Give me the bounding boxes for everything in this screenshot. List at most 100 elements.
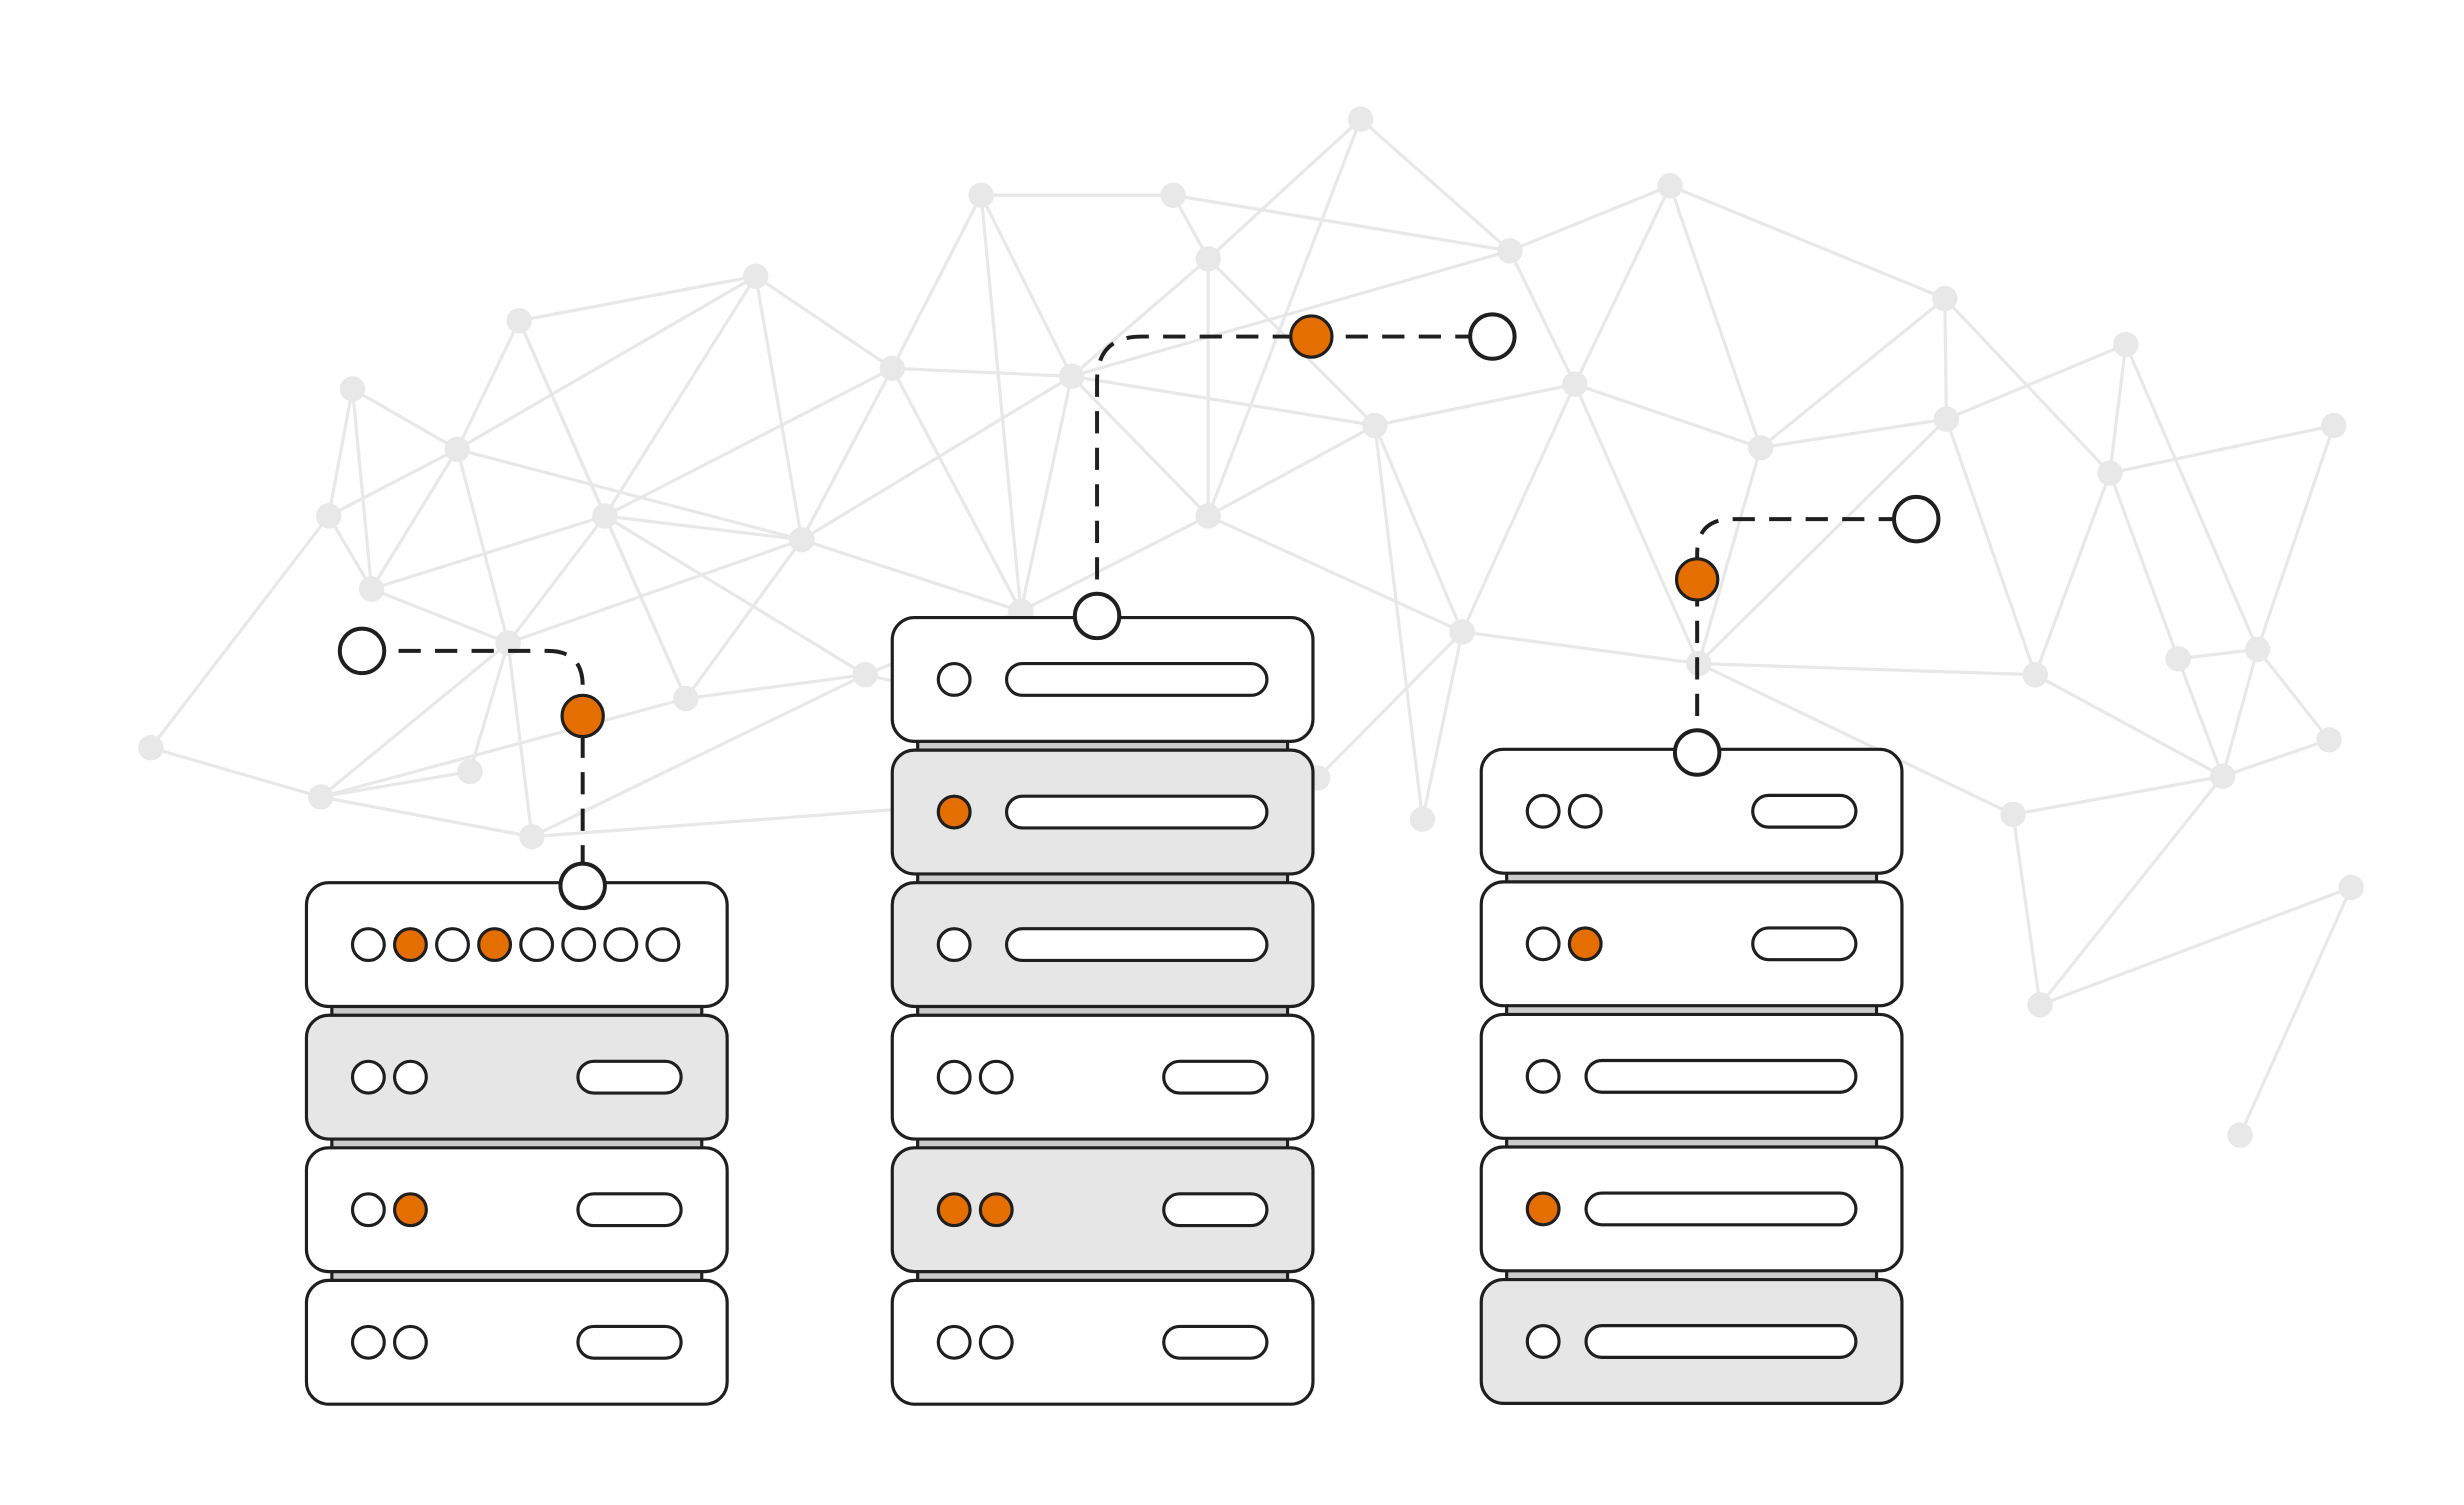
server-unit bbox=[890, 615, 1315, 743]
server-unit bbox=[890, 748, 1315, 876]
drive-slot bbox=[1004, 794, 1269, 830]
status-led-idle bbox=[435, 927, 470, 963]
status-led-idle bbox=[978, 1324, 1014, 1360]
status-led-idle bbox=[936, 1324, 972, 1360]
server-unit-panel bbox=[304, 881, 729, 1009]
server-unit bbox=[1479, 747, 1904, 875]
network-edge bbox=[2039, 885, 2352, 1007]
server-unit bbox=[890, 1013, 1315, 1141]
network-node bbox=[743, 263, 769, 289]
network-node bbox=[1933, 406, 1960, 432]
drive-slot bbox=[1584, 1324, 1858, 1359]
drive-slot bbox=[1751, 926, 1858, 962]
status-led-active bbox=[936, 794, 972, 830]
network-node bbox=[2244, 636, 2271, 663]
network-edge bbox=[2108, 472, 2180, 660]
network-node bbox=[358, 576, 385, 602]
network-edge bbox=[2176, 658, 2225, 777]
network-edge bbox=[1668, 185, 1763, 449]
network-edge bbox=[1071, 249, 1511, 378]
endpoint-node bbox=[1072, 591, 1122, 641]
network-edge bbox=[531, 673, 866, 839]
network-edge bbox=[1759, 297, 1946, 449]
network-edge bbox=[754, 274, 894, 370]
server-unit bbox=[304, 881, 729, 1009]
status-led-idle bbox=[350, 927, 386, 963]
middle-server-stack bbox=[890, 615, 1315, 1406]
network-edge bbox=[2038, 775, 2224, 1006]
network-edge bbox=[1945, 343, 2127, 421]
network-edge bbox=[518, 274, 757, 323]
network-edge bbox=[1573, 383, 1701, 665]
status-led-idle bbox=[978, 1059, 1014, 1095]
status-led-idle bbox=[936, 1059, 972, 1095]
network-node bbox=[1497, 238, 1523, 264]
network-edge bbox=[2109, 423, 2335, 475]
dashed-connection-line bbox=[1095, 334, 1493, 616]
network-node bbox=[2027, 992, 2053, 1018]
network-edge bbox=[1207, 424, 1376, 518]
network-edge bbox=[456, 447, 803, 542]
network-edge bbox=[1206, 118, 1363, 517]
status-led-active bbox=[1525, 1191, 1561, 1227]
network-edge bbox=[800, 374, 1073, 542]
network-node bbox=[2338, 874, 2364, 901]
network-edge bbox=[1019, 375, 1074, 612]
network-node bbox=[2209, 763, 2236, 790]
data-packet-node bbox=[560, 693, 605, 739]
network-node bbox=[457, 758, 483, 785]
drive-slot bbox=[1584, 1058, 1858, 1094]
status-led-idle bbox=[392, 1059, 428, 1095]
network-node bbox=[1449, 619, 1475, 645]
status-led-active bbox=[477, 927, 513, 963]
status-led-idle bbox=[1525, 793, 1561, 829]
right-server-stack bbox=[1479, 747, 1904, 1405]
status-led-active bbox=[978, 1192, 1014, 1228]
network-edge bbox=[1698, 662, 2014, 816]
network-node bbox=[444, 436, 470, 462]
network-edge bbox=[604, 514, 867, 677]
network-edge bbox=[1373, 425, 1425, 820]
network-edge bbox=[1698, 662, 2036, 677]
server-unit-panel bbox=[890, 1146, 1315, 1274]
network-edge bbox=[1420, 631, 1464, 820]
server-unit-panel bbox=[304, 1013, 729, 1141]
status-led-idle bbox=[519, 927, 555, 963]
network-node bbox=[1195, 246, 1221, 272]
status-led-idle bbox=[350, 1059, 386, 1095]
network-node bbox=[1657, 173, 1683, 199]
network-edge bbox=[468, 642, 510, 773]
status-led-active bbox=[392, 927, 428, 963]
network-edge bbox=[1070, 257, 1210, 378]
network-edge bbox=[684, 538, 804, 700]
network-edge bbox=[2256, 648, 2331, 741]
network-edge bbox=[685, 673, 866, 701]
network-edge bbox=[1760, 417, 1947, 450]
status-led-idle bbox=[561, 927, 597, 963]
network-edge bbox=[1071, 374, 1376, 428]
network-node bbox=[852, 662, 878, 688]
drive-slot bbox=[1162, 1059, 1269, 1095]
network-node bbox=[2097, 460, 2123, 486]
network-edge bbox=[1508, 250, 1577, 385]
status-led-idle bbox=[350, 1324, 386, 1360]
network-node bbox=[2022, 662, 2049, 688]
drive-slot bbox=[1004, 927, 1269, 963]
server-unit-panel bbox=[304, 1146, 729, 1274]
network-node bbox=[1058, 363, 1085, 389]
network-edge bbox=[455, 319, 521, 450]
network-edge bbox=[890, 194, 983, 370]
network-node bbox=[1747, 434, 1774, 461]
drive-slot bbox=[576, 1192, 683, 1228]
server-unit-panel bbox=[304, 1278, 729, 1406]
network-node bbox=[1409, 806, 1436, 832]
server-unit bbox=[890, 1146, 1315, 1274]
network-edge bbox=[320, 696, 687, 799]
server-stacks bbox=[304, 615, 1904, 1406]
network-edge bbox=[320, 795, 533, 839]
network-edge bbox=[351, 387, 459, 451]
network-edge bbox=[1461, 630, 1699, 666]
server-unit bbox=[304, 1146, 729, 1274]
endpoint-node bbox=[558, 861, 607, 911]
